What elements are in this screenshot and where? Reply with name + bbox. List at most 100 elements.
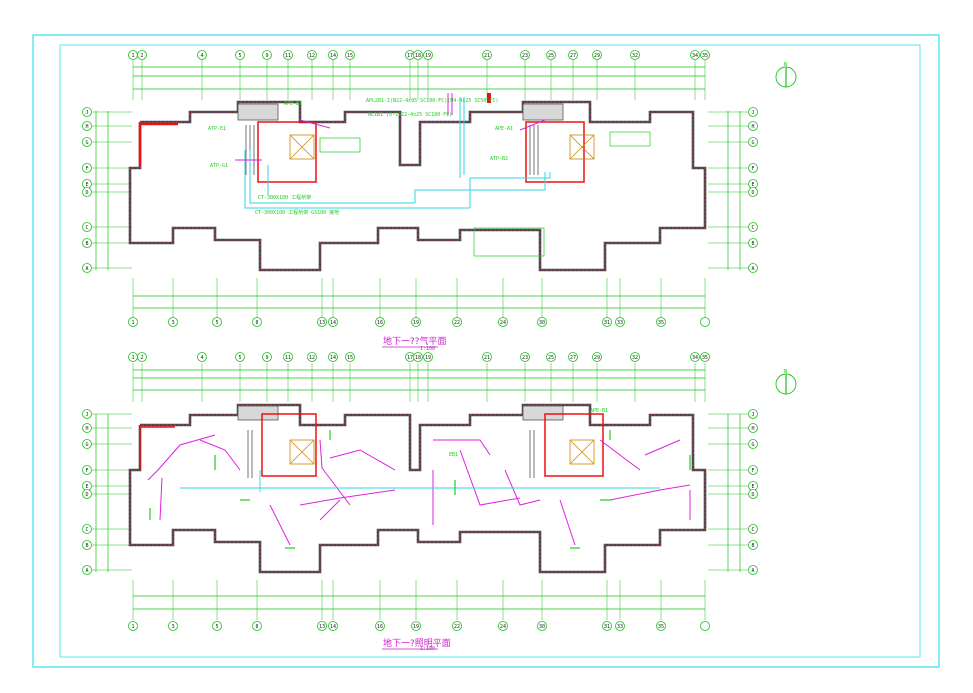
- bottom-plan-right-axis-bubble-label: B: [751, 543, 754, 549]
- bottom-plan-bottom-axis-bubble-label: 33: [617, 624, 623, 630]
- top-plan-top-axis-bubble-label: 29: [594, 53, 600, 59]
- bottom-plan-right-axis-bubble-F: [748, 465, 758, 475]
- bottom-plan-top-axis-bubble-label: 15: [347, 355, 353, 361]
- bottom-plan-side-dimensions: [95, 414, 741, 572]
- top-plan-top-axis-bubble-21: [482, 50, 492, 60]
- bottom-plan-bottom-axis-bubble-33: [615, 621, 625, 631]
- bottom-plan-right-axis-bubble-J: [748, 409, 758, 419]
- top-plan-left-axis-bubble-label: F: [85, 166, 88, 172]
- top-plan-label-8: CT-300X100 工程桥架 GS100 接地: [255, 209, 339, 216]
- top-plan-right-axis-bubble-B: [748, 238, 758, 248]
- bottom-plan-top-axis-bubble-21: [482, 352, 492, 362]
- bottom-plan-bottom-axis-bubble-label: 5: [215, 624, 218, 630]
- bottom-plan-bottom-axis-bubble-label: 8: [255, 624, 258, 630]
- top-plan-top-axis-bubble-5: [235, 50, 245, 60]
- bottom-plan-top-axis-bubble-label: 1: [131, 355, 134, 361]
- bottom-plan-top-axis-bubble-label: 4: [200, 355, 203, 361]
- top-plan-bottom-axis-bubble-24: [498, 317, 508, 327]
- top-plan-bottom-axis-bubble-label: 30: [539, 320, 545, 326]
- bottom-plan-right-axis-bubble-label: J: [751, 412, 754, 418]
- top-plan-left-axis-bubble-label: J: [85, 110, 88, 116]
- top-plan-axis-lines: [92, 60, 748, 318]
- bottom-plan-left-axis-bubble-C: [82, 524, 92, 534]
- bottom-plan-top-axis-bubble-29: [592, 352, 602, 362]
- top-plan-left-axis-bubble-label: G: [85, 140, 88, 146]
- top-plan-left-axis-bubble-B: [82, 238, 92, 248]
- bottom-plan-top-axis-bubble-label: 34: [692, 355, 698, 361]
- top-plan-bottom-axis-bubble-3: [168, 317, 178, 327]
- top-plan-left-axis-bubble-A: [82, 263, 92, 273]
- bottom-plan-right-axis-bubble-label: D: [751, 492, 754, 498]
- top-plan-top-axis-bubble-27: [568, 50, 578, 60]
- bottom-plan-top-axis-bubble-34: [690, 352, 700, 362]
- top-plan-top-axis-bubble-12: [307, 50, 317, 60]
- top-plan-right-axis-bubble-label: D: [751, 190, 754, 196]
- top-plan-bottom-dimensions: [133, 295, 705, 309]
- top-plan-right-axis-bubble-label: B: [751, 241, 754, 247]
- top-plan-bottom-axis-bubble-5: [212, 317, 222, 327]
- bottom-plan-top-axis-bubble-label: 27: [570, 355, 576, 361]
- bottom-plan-left-axis-bubble-label: D: [85, 492, 88, 498]
- top-plan-left-axis-bubble-label: A: [85, 266, 88, 272]
- top-plan-right-axis-bubble-A: [748, 263, 758, 273]
- top-plan-right-axis-bubble-label: E: [751, 182, 754, 188]
- top-plan-top-axis-bubble-19: [423, 50, 433, 60]
- outer-frame: [32, 34, 940, 668]
- bottom-plan-right-axis-bubble-label: G: [751, 442, 754, 448]
- bottom-plan-left-axis-bubble-G: [82, 439, 92, 449]
- bottom-plan-right-axis-bubble-A: [748, 565, 758, 575]
- top-plan-scale: 1:100: [420, 346, 435, 352]
- top-plan-top-axis-bubble-23: [520, 50, 530, 60]
- top-plan-top-axis-bubble-label: 34: [692, 53, 698, 59]
- bottom-plan-right-axis-bubble-label: A: [751, 568, 754, 574]
- bottom-plan-red-accent: [139, 426, 175, 470]
- top-plan-bottom-axis-bubble-label: 16: [377, 320, 383, 326]
- top-plan-top-axis-bubble-label: 11: [285, 53, 291, 59]
- top-plan-top-axis-bubble-34: [690, 50, 700, 60]
- bottom-plan-left-axis-bubble-B: [82, 540, 92, 550]
- top-plan-top-axis-bubble-35: [700, 50, 710, 60]
- bottom-plan-bottom-axis-bubble-label: 3: [171, 624, 174, 630]
- top-plan-right-axis-bubble-label: F: [751, 166, 754, 172]
- top-plan-core-right: [522, 103, 595, 183]
- top-plan-bottom-axis-bubble-label: 13: [319, 320, 325, 326]
- bottom-plan-left-axis-bubble-label: J: [85, 412, 88, 418]
- bottom-plan-right-axis-bubble-label: E: [751, 484, 754, 490]
- top-plan-cable-tray: [244, 97, 551, 209]
- bottom-plan-fixtures: [149, 430, 691, 549]
- top-plan-bottom-axis-bubble-19: [411, 317, 421, 327]
- bottom-plan-top-axis-bubble-label: 14: [330, 355, 336, 361]
- top-plan-label-5: ATP-B2: [490, 156, 508, 162]
- top-north-label: N: [784, 62, 787, 68]
- top-plan-right-axis-bubble-label: A: [751, 266, 754, 272]
- bottom-plan-core-left: [237, 405, 317, 478]
- bottom-plan-top-axis-bubble-27: [568, 352, 578, 362]
- bottom-plan-top-axis-bubble-35: [700, 352, 710, 362]
- top-plan-bottom-axis-bubble-14: [328, 317, 338, 327]
- bottom-plan-core-right: [522, 405, 604, 478]
- top-plan-top-axis-bubble-29: [592, 50, 602, 60]
- bottom-plan-top-axis-bubble-12: [307, 352, 317, 362]
- top-plan-top-axis-bubble-label: 1: [131, 53, 134, 59]
- bottom-plan-left-axis-bubble-H: [82, 423, 92, 433]
- top-plan-top-axis-bubble-9: [262, 50, 272, 60]
- bottom-plan-right-axis-bubble-B: [748, 540, 758, 550]
- bottom-plan-top-axis-bubble-2: [137, 352, 147, 362]
- bottom-plan-left-axis-bubble-label: A: [85, 568, 88, 574]
- top-plan-north-arrow: N: [775, 62, 797, 88]
- bottom-plan-bottom-axis-bubble-19: [411, 621, 421, 631]
- top-plan-label-2: APE-B1: [284, 101, 302, 107]
- top-plan-feeder: [235, 93, 546, 161]
- top-plan-right-axis-bubble-label: G: [751, 140, 754, 146]
- bottom-plan-bottom-axis-bubble-label: 14: [330, 624, 336, 630]
- bottom-plan-bottom-axis-bubble-label: 22: [454, 624, 460, 630]
- top-plan-right-axis-bubble-F: [748, 163, 758, 173]
- bottom-plan-label-1: EB1: [449, 452, 458, 458]
- bottom-plan-right-axis-bubble-G: [748, 439, 758, 449]
